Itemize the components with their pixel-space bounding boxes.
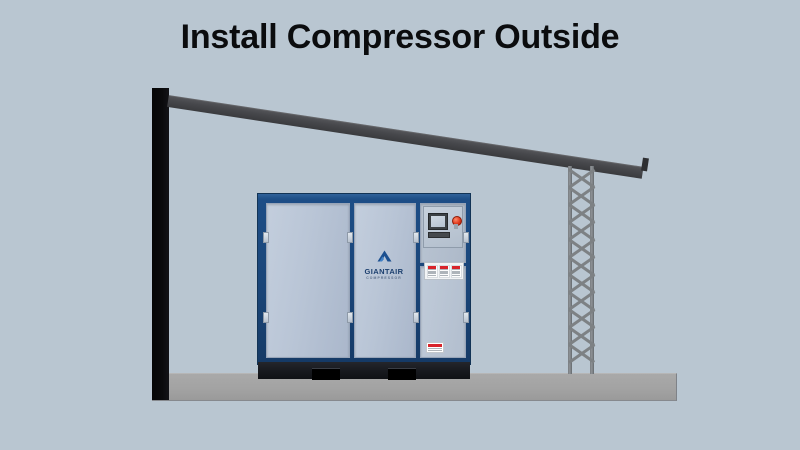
brand-name: GIANTAIR [364, 267, 404, 276]
spec-header-bar [428, 266, 436, 269]
warning-label [426, 342, 444, 353]
cabinet-door-left [266, 203, 350, 358]
spec-column [438, 264, 450, 278]
door-hinge [347, 232, 353, 243]
giantair-mountain-icon [377, 250, 391, 262]
spec-column [426, 264, 438, 278]
spec-header-bar [440, 266, 448, 269]
brand-tagline: COMPRESSOR [366, 276, 402, 280]
specification-label [424, 262, 464, 280]
page-title: Install Compressor Outside [180, 18, 620, 56]
door-hinge [263, 312, 269, 323]
hmi-screen[interactable] [428, 213, 448, 230]
compressor-cabinet: GIANTAIR COMPRESSOR [258, 194, 470, 364]
door-hinge [413, 232, 419, 243]
truss-leg-right [590, 166, 594, 374]
door-hinge [263, 232, 269, 243]
emergency-stop-base [454, 224, 458, 229]
door-hinge [463, 312, 469, 323]
base-forklift-slot [312, 368, 340, 380]
hmi-display [431, 216, 445, 227]
cabinet-door-middle [354, 203, 416, 358]
base-forklift-slot [388, 368, 416, 380]
truss-leg-left [568, 166, 572, 374]
door-hinge [463, 232, 469, 243]
brand-logo: GIANTAIR COMPRESSOR [354, 250, 414, 280]
canopy-roof-beam-end [641, 157, 649, 172]
lattice-support-column [568, 166, 595, 374]
spec-header-bar [452, 266, 460, 269]
hmi-keypad[interactable] [428, 232, 450, 238]
control-panel[interactable] [423, 206, 463, 248]
compressor-base-frame [258, 362, 470, 380]
air-compressor-unit: GIANTAIR COMPRESSOR [258, 194, 470, 380]
warning-header-bar [428, 344, 442, 347]
building-wall [152, 88, 169, 400]
door-hinge [413, 312, 419, 323]
cabinet-top-edge [258, 194, 470, 199]
spec-column [450, 264, 462, 278]
door-hinge [347, 312, 353, 323]
